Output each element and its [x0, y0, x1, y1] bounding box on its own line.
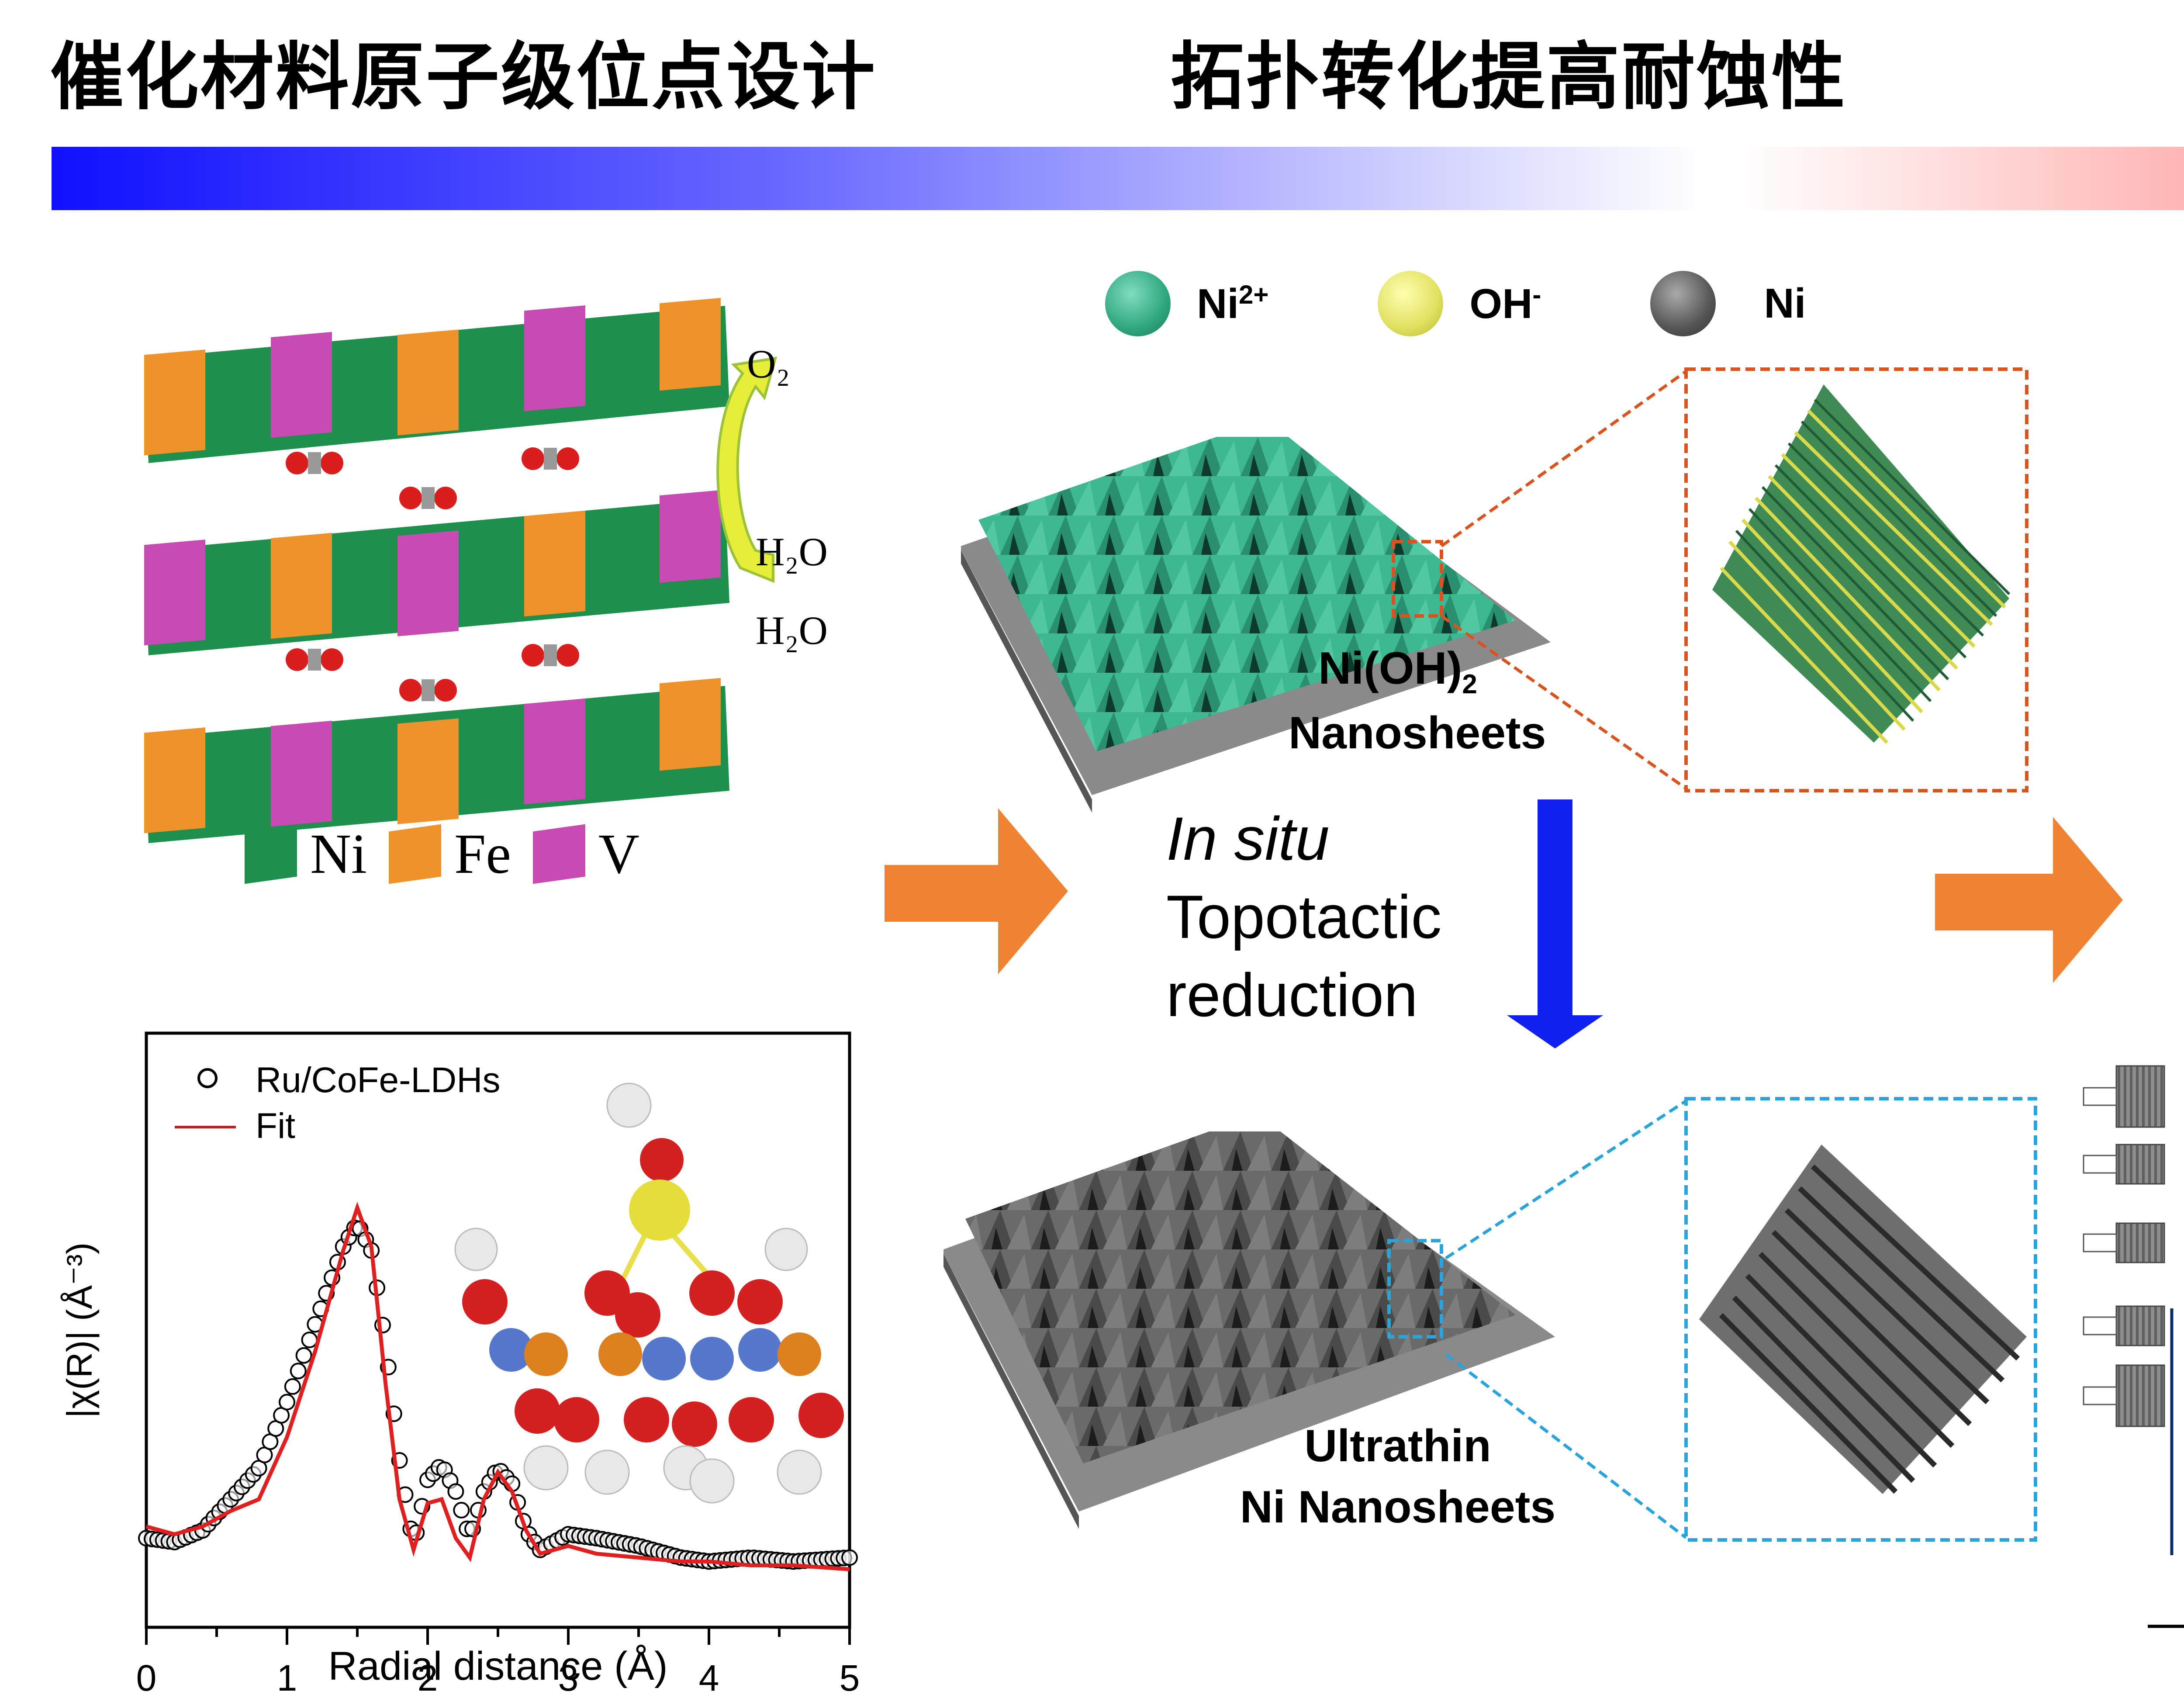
connector-block-left: [2115, 1222, 2165, 1263]
ni2plus-legend-label: Ni2+: [1197, 280, 1269, 327]
progress-bar-blue-segment: [52, 147, 1703, 210]
connector-block-left: [2115, 1305, 2165, 1346]
stage-title-topotactic-conversion: 拓扑转化提高耐蚀性: [1171, 34, 1847, 120]
nioh2-caption: Ni(OH)2 Nanosheets: [1289, 638, 1546, 764]
zoom-region-marker: [1392, 540, 1443, 618]
ultrathin-label: Ultrathin: [1304, 1421, 1491, 1471]
x-tick-label: 1: [277, 1657, 297, 1695]
nioh2-nanosheets-label: Nanosheets: [1289, 708, 1546, 759]
port-left: [2083, 1233, 2117, 1252]
connector-arrow-right: [1935, 817, 2123, 983]
fe-legend-label: Fe: [454, 823, 511, 886]
port-left: [2083, 1386, 2117, 1405]
connector-block-left: [2115, 1144, 2165, 1185]
electrolyzer-stack: [2083, 1065, 2174, 1555]
process-topotactic: Topotactic: [1166, 882, 1442, 951]
reduction-down-arrow: [1507, 799, 1603, 1048]
port-left: [2083, 1316, 2117, 1335]
y-axis-label: |χ(R)| (Å⁻³): [60, 1242, 100, 1418]
nioh2-lattice-sheet: [1712, 384, 2011, 744]
data-point: [290, 1363, 307, 1380]
v-swatch: [533, 824, 585, 884]
x-tick-label: 4: [699, 1657, 719, 1695]
data-point: [295, 1347, 312, 1364]
process-description: In situ Topotactic reduction: [1166, 799, 1441, 1034]
connector-arrow-left: [885, 808, 1068, 974]
reaction-arrow: [716, 356, 778, 583]
data-point: [453, 1501, 470, 1519]
nioh2-nanosheet-array: [961, 437, 1551, 813]
ldh-layer-bottom: [144, 678, 729, 843]
data-point: [279, 1394, 295, 1411]
hydroxide-sphere-icon: [1378, 271, 1444, 336]
fit-series-line: [145, 1201, 850, 1571]
o2-product-label: O₂: [747, 342, 790, 386]
ldh-element-legend: Ni Fe V: [245, 821, 639, 887]
ni-nanosheets-label: Ni Nanosheets: [1240, 1482, 1556, 1533]
ni-legend-label: Ni: [310, 823, 367, 886]
x-axis-label: Radial distance (Å): [328, 1644, 667, 1688]
ldh-layer-top: [144, 297, 729, 463]
data-point: [284, 1378, 301, 1395]
data-point: [841, 1549, 858, 1566]
h2o-reactant-label-1: H₂O: [756, 529, 828, 574]
ni-lattice-sheet: [1699, 1145, 2027, 1494]
nioh2-zoom-callout: [1440, 367, 2028, 792]
process-in-situ: In situ: [1166, 804, 1330, 873]
x-tick-label: 5: [840, 1657, 860, 1695]
intercalated-carbonate-molecules: [286, 447, 579, 702]
ni2plus-sphere-icon: [1105, 271, 1171, 336]
negative-terminal-label: —: [2137, 1595, 2184, 1650]
species-legend: Ni2+ OH- Ni: [1105, 271, 1806, 336]
nanosheet-forest: [965, 1131, 1516, 1463]
ni-metal-sphere-icon: [1650, 271, 1716, 336]
ni-nanosheet-array: [943, 1131, 1555, 1529]
ldh-layer-middle: [144, 490, 729, 655]
connector-block-left: [2115, 1364, 2165, 1427]
process-reduction: reduction: [1166, 961, 1418, 1030]
ru-site-molecular-model-inset: [454, 1083, 844, 1504]
data-point: [301, 1332, 318, 1349]
hydroxide-legend-label: OH-: [1469, 280, 1541, 327]
ni-nanosheets-caption: Ultrathin Ni Nanosheets: [1232, 1415, 1564, 1538]
fe-swatch: [389, 824, 441, 884]
port-left: [2083, 1087, 2117, 1106]
progress-bar-red-segment: [1738, 147, 2184, 210]
legend-marker-data: [197, 1068, 218, 1088]
ldh-structure-illustration: [144, 297, 778, 843]
ni-zoom-callout: [1444, 1097, 2037, 1542]
h2o-reactant-label-2: H₂O: [756, 608, 828, 653]
legend-label-data: Ru/CoFe-LDHs: [256, 1060, 500, 1100]
zoom-region-marker: [1387, 1239, 1443, 1339]
data-point: [447, 1483, 464, 1500]
ni-swatch: [245, 824, 297, 884]
chart-frame: [145, 1031, 851, 1629]
progress-arrow: [52, 147, 2184, 210]
v-legend-label: V: [598, 823, 639, 886]
ni-metal-legend-label: Ni: [1764, 280, 1806, 327]
nioh2-formula: Ni(OH)2: [1318, 643, 1477, 699]
legend-label-fit: Fit: [256, 1106, 295, 1146]
stage-title-catalyst-design: 催化材料原子级位点设计: [50, 34, 877, 120]
exafs-chart: 0 1 2 3 4 5 Ru/CoFe-LDHs Fit Radial distance …: [60, 1031, 860, 1695]
x-tick-label: 2: [418, 1657, 438, 1695]
port-left: [2083, 1155, 2117, 1174]
connector-block-left: [2115, 1065, 2165, 1128]
x-tick-label: 0: [136, 1657, 157, 1695]
x-tick-label: 3: [558, 1657, 579, 1695]
nanosheet-forest: [978, 437, 1516, 751]
